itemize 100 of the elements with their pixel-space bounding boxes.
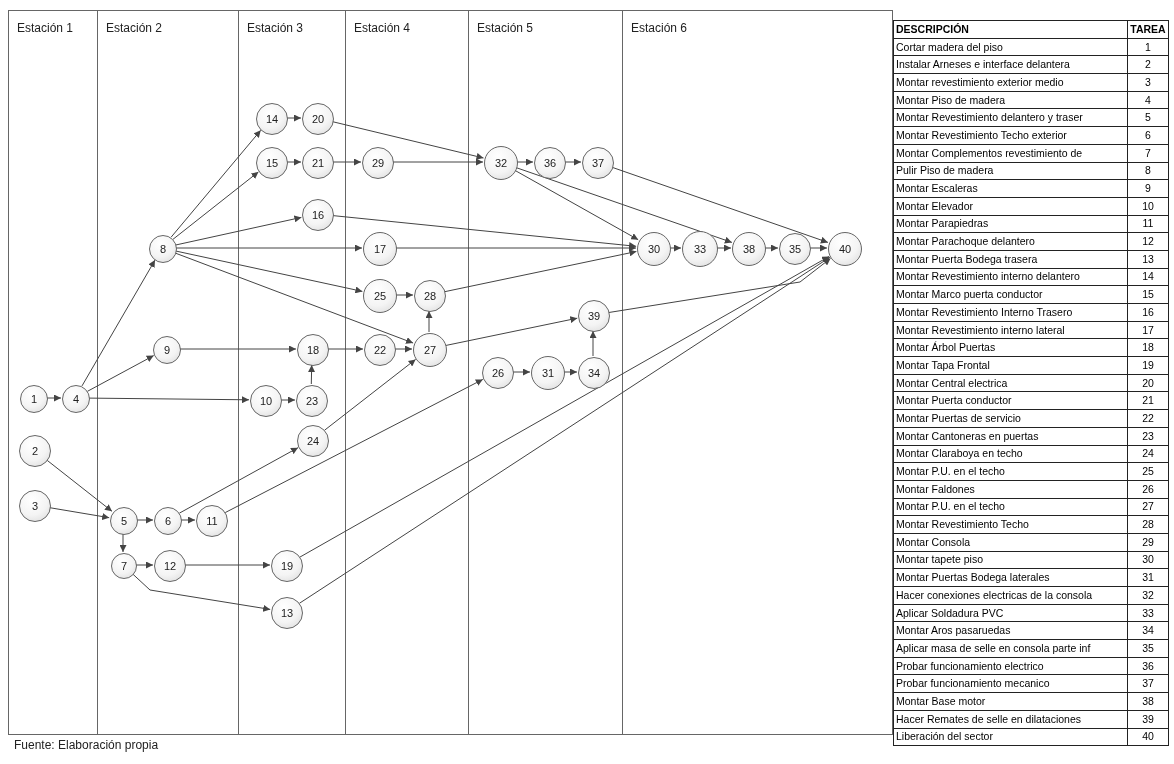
arrow xyxy=(174,252,414,344)
task-number-cell: 31 xyxy=(1127,568,1169,587)
arrow xyxy=(327,345,364,353)
arrow xyxy=(332,158,362,166)
arrow xyxy=(395,244,637,252)
task-circle: 6 xyxy=(154,507,182,535)
arrow xyxy=(280,396,296,404)
task-number-cell: 8 xyxy=(1127,162,1169,180)
task-number-cell: 4 xyxy=(1127,91,1169,109)
task-number-cell: 10 xyxy=(1127,197,1169,216)
description-cell: Montar Faldones xyxy=(893,480,1128,499)
arrow xyxy=(564,158,582,166)
arrow xyxy=(49,507,110,520)
description-cell: Hacer Remates de selle en dilataciones xyxy=(893,710,1128,728)
task-circle: 4 xyxy=(62,385,90,413)
task-circle: 34 xyxy=(578,357,610,389)
description-cell: Montar P.U. en el techo xyxy=(893,498,1128,516)
task-number-cell: 16 xyxy=(1127,303,1169,322)
arrow xyxy=(86,355,155,392)
task-circle: 8 xyxy=(149,235,177,263)
task-number-cell: 30 xyxy=(1127,551,1169,569)
task-circle: 23 xyxy=(296,385,328,417)
arrow xyxy=(179,345,297,353)
arrow xyxy=(46,394,62,402)
arrow xyxy=(308,364,316,385)
description-cell: Cortar madera del piso xyxy=(893,38,1128,56)
station-column xyxy=(97,10,239,735)
task-circle: 27 xyxy=(413,333,447,367)
task-number-cell: 18 xyxy=(1127,338,1169,357)
task-circle: 24 xyxy=(297,425,329,457)
arrow xyxy=(332,215,637,250)
description-cell: Probar funcionamiento mecanico xyxy=(893,674,1128,693)
task-circle: 30 xyxy=(637,232,671,266)
description-cell: Montar Revestimiento Techo xyxy=(893,515,1128,534)
description-cell: Montar Piso de madera xyxy=(893,91,1128,109)
description-cell: Montar Puerta Bodega trasera xyxy=(893,250,1128,269)
task-number-cell: 19 xyxy=(1127,356,1169,375)
station-label: Estación 6 xyxy=(631,21,688,35)
task-circle: 18 xyxy=(297,334,329,366)
task-number-cell: 6 xyxy=(1127,126,1169,145)
task-number-cell: 3 xyxy=(1127,73,1169,92)
task-circle: 7 xyxy=(111,553,137,579)
arrow xyxy=(135,561,154,569)
station-column xyxy=(238,10,346,735)
description-cell: Montar Revestimiento interno lateral xyxy=(893,321,1128,339)
task-number-cell: 7 xyxy=(1127,144,1169,162)
task-circle: 38 xyxy=(732,232,766,266)
arrow xyxy=(512,368,531,376)
task-number-cell: 38 xyxy=(1127,692,1169,711)
station-column xyxy=(468,10,623,735)
description-cell: Montar Árbol Puertas xyxy=(893,338,1128,357)
description-cell: Montar Parachoque delantero xyxy=(893,232,1128,251)
arrow xyxy=(445,316,578,346)
arrow xyxy=(716,244,732,252)
description-cell: Probar funcionamiento electrico xyxy=(893,657,1128,675)
arrow xyxy=(170,129,262,238)
description-cell: Liberación del sector xyxy=(893,728,1128,746)
task-number-cell: 33 xyxy=(1127,604,1169,622)
arrow xyxy=(132,573,271,612)
task-circle: 22 xyxy=(364,334,396,366)
task-number-cell: 12 xyxy=(1127,232,1169,251)
station-column xyxy=(8,10,98,735)
source-note: Fuente: Elaboración propia xyxy=(14,738,159,752)
task-circle: 14 xyxy=(256,103,288,135)
task-number-cell: 9 xyxy=(1127,179,1169,198)
description-cell: Montar Central electrica xyxy=(893,374,1128,392)
arrow xyxy=(608,257,831,313)
arrow xyxy=(184,561,271,569)
description-cell: Montar Consola xyxy=(893,533,1128,552)
arrow xyxy=(563,368,578,376)
column-header: TAREA xyxy=(1127,20,1169,39)
task-circle: 35 xyxy=(779,233,811,265)
description-cell: Montar Revestimiento interno delantero xyxy=(893,268,1128,286)
description-cell: Montar tapete piso xyxy=(893,551,1128,569)
task-number-cell: 32 xyxy=(1127,586,1169,605)
station-label: Estación 5 xyxy=(477,21,534,35)
arrow xyxy=(178,447,299,514)
task-circle: 12 xyxy=(154,550,186,582)
arrow xyxy=(394,345,413,353)
task-circle: 5 xyxy=(110,507,138,535)
task-number-cell: 23 xyxy=(1127,427,1169,445)
arrow xyxy=(175,244,363,252)
task-circle: 16 xyxy=(302,199,334,231)
task-number-cell: 28 xyxy=(1127,515,1169,534)
description-cell: Montar Puertas de servicio xyxy=(893,409,1128,428)
task-number-cell: 21 xyxy=(1127,391,1169,410)
task-circle: 3 xyxy=(19,490,51,522)
task-circle: 17 xyxy=(363,232,397,266)
description-cell: Montar Complementos revestimiento de xyxy=(893,144,1128,162)
arrow xyxy=(516,158,534,166)
task-circle: 33 xyxy=(682,231,718,267)
description-cell: Montar Parapiedras xyxy=(893,215,1128,233)
arrow xyxy=(515,167,733,244)
station-label: Estación 1 xyxy=(17,21,74,35)
task-number-cell: 26 xyxy=(1127,480,1169,499)
arrow xyxy=(46,459,113,512)
description-cell: Montar Puerta conductor xyxy=(893,391,1128,410)
column-header: DESCRIPCIÓN xyxy=(893,20,1128,39)
description-cell: Montar Puertas Bodega laterales xyxy=(893,568,1128,587)
task-number-cell: 17 xyxy=(1127,321,1169,339)
